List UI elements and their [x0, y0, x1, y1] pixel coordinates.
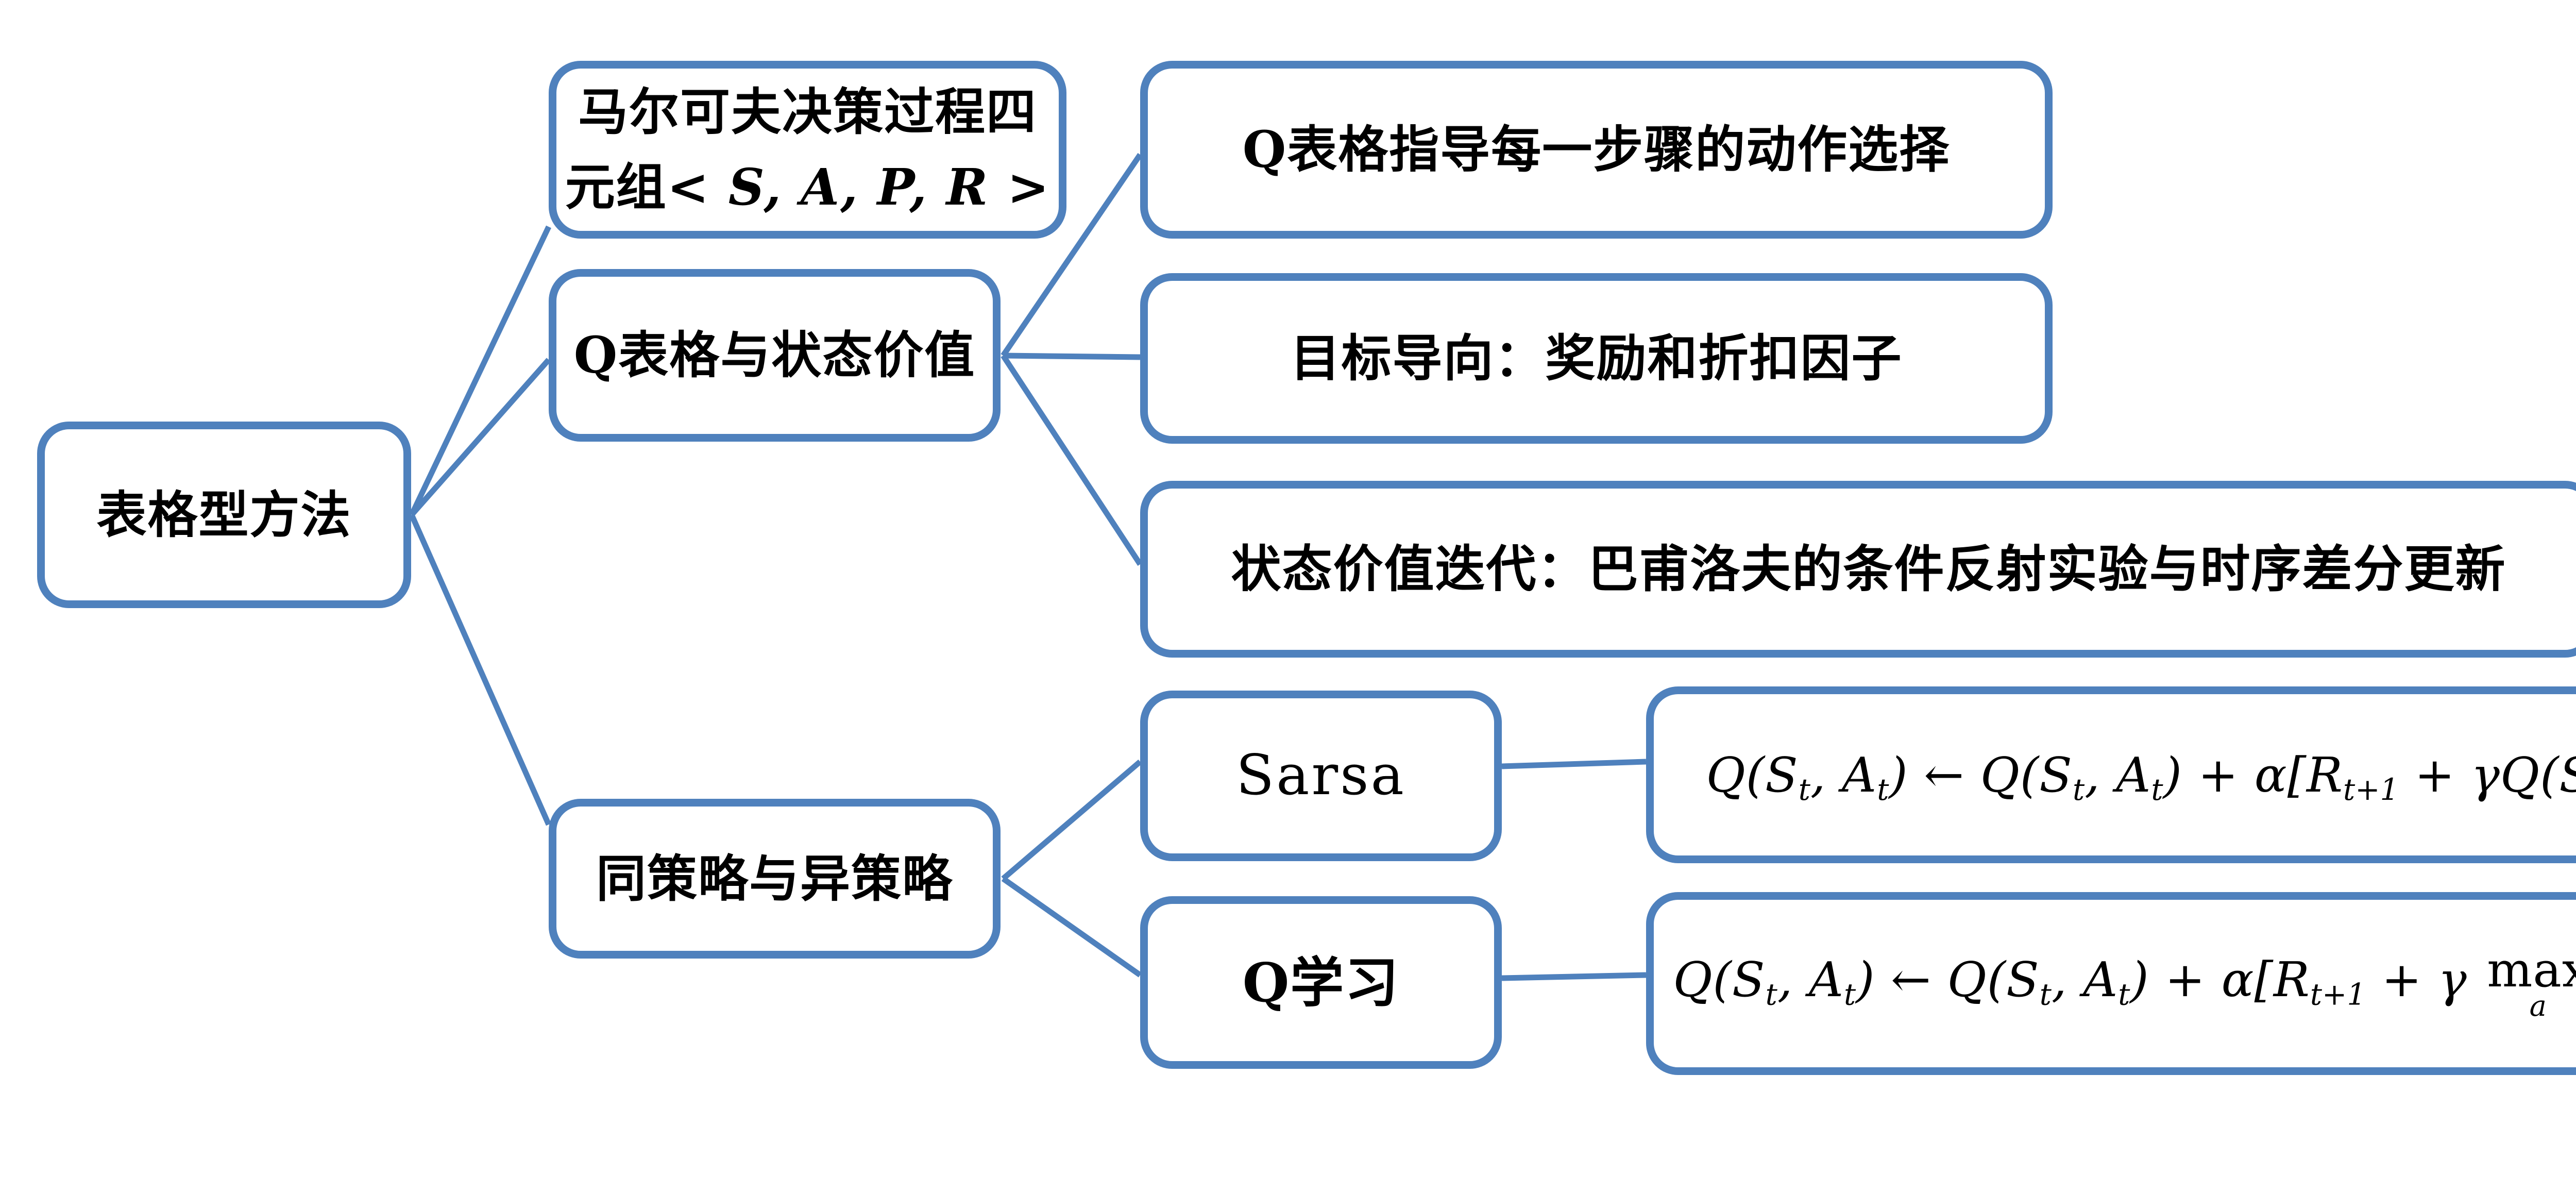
node-goal-label: 目标导向：奖励和折扣因子	[1290, 329, 1903, 388]
node-qlearning-formula: Q(St, At) ← Q(St, At) + α[Rt+1 + γ maxa …	[1646, 892, 2576, 1075]
node-sarsa-formula: Q(St, At) ← Q(St, At) + α[Rt+1 + γQ(St+1…	[1646, 686, 2576, 863]
edge-qtable-valueiter	[1001, 354, 1143, 566]
node-qlearning: Q学习	[1140, 896, 1502, 1069]
edge-qtable-goal	[1003, 352, 1141, 360]
node-goal: 目标导向：奖励和折扣因子	[1140, 273, 2053, 444]
node-qguide: Q表格指导每一步骤的动作选择	[1140, 61, 2053, 239]
edge-root-policy	[409, 513, 552, 826]
node-mdp-line2: 元组< S, A, P, R >	[565, 157, 1050, 216]
node-mdp-line1: 马尔可夫决策过程四	[578, 82, 1037, 141]
sarsa-update-formula: Q(St, At) ← Q(St, At) + α[Rt+1 + γQ(St+1…	[1706, 747, 2576, 807]
node-qtable-label: Q表格与状态价值	[573, 326, 976, 385]
edge-sarsa-formula	[1501, 759, 1647, 769]
edge-qlearning-formula	[1501, 972, 1647, 981]
node-qlearning-label: Q学习	[1242, 950, 1400, 1014]
node-qtable: Q表格与状态价值	[549, 269, 1001, 442]
node-valueiter-label: 状态价值迭代：巴甫洛夫的条件反射实验与时序差分更新	[1231, 540, 2506, 599]
edge-qtable-qguide	[1001, 153, 1143, 358]
node-sarsa: Sarsa	[1140, 691, 1502, 861]
node-policy-label: 同策略与异策略	[596, 849, 953, 908]
edge-policy-sarsa	[1001, 759, 1142, 881]
edge-policy-qlearning	[1001, 876, 1142, 978]
node-policy: 同策略与异策略	[549, 799, 1001, 959]
node-qguide-label: Q表格指导每一步骤的动作选择	[1242, 120, 1951, 179]
edge-root-qtable	[409, 358, 551, 517]
node-mdp: 马尔可夫决策过程四 元组< S, A, P, R >	[549, 61, 1066, 239]
edge-root-mdp	[409, 225, 551, 516]
node-root: 表格型方法	[37, 422, 411, 608]
node-valueiter: 状态价值迭代：巴甫洛夫的条件反射实验与时序差分更新	[1140, 481, 2576, 658]
node-sarsa-label: Sarsa	[1236, 743, 1406, 808]
node-root-label: 表格型方法	[96, 485, 352, 544]
qlearning-update-formula: Q(St, At) ← Q(St, At) + α[Rt+1 + γ maxa …	[1673, 942, 2576, 1023]
